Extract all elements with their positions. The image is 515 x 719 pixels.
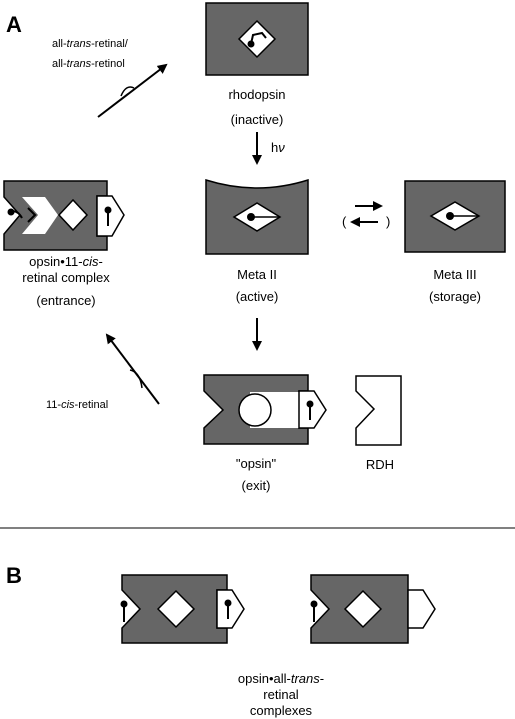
- opsin-exit-shape: [203, 374, 327, 445]
- meta-ii-shape: [205, 178, 309, 255]
- all-trans-complexes-label: opsin•all-trans-: [238, 671, 324, 686]
- all-trans-retinol-label: all-trans-retinol: [52, 58, 125, 70]
- inactive-label: (inactive): [231, 112, 284, 127]
- meta-iii-shape: [404, 180, 506, 253]
- entrance-complex-label: opsin•11-cis-: [29, 254, 103, 269]
- rhodopsin-label: rhodopsin: [228, 87, 285, 102]
- complexes-label: complexes: [250, 703, 313, 718]
- release-arrow: [97, 63, 168, 118]
- hv-label: hν: [271, 140, 285, 155]
- panel-label-a: A: [6, 12, 22, 37]
- rhodopsin-shape: [205, 2, 309, 76]
- storage-label: (storage): [429, 289, 481, 304]
- meta-iii-label: Meta III: [433, 267, 476, 282]
- meta-ii-label: Meta II: [237, 267, 277, 282]
- all-trans-retinal-label: all-trans-retinal/: [52, 38, 129, 50]
- retinal-label: retinal: [263, 687, 299, 702]
- opsin-label: "opsin": [236, 456, 277, 471]
- active-label: (active): [236, 289, 279, 304]
- rdh-label: RDH: [366, 457, 394, 472]
- uptake-arrow: [105, 333, 160, 405]
- paren-open: (: [342, 214, 347, 229]
- exit-label: (exit): [242, 478, 271, 493]
- all-trans-complex-1-shape: [120, 574, 245, 644]
- retinal-complex-label: retinal complex: [22, 270, 110, 285]
- panel-label-b: B: [6, 563, 22, 588]
- paren-close: ): [386, 214, 390, 229]
- rdh-shape: [355, 375, 402, 446]
- all-trans-complex-2-shape: [310, 574, 436, 644]
- equilibrium-arrows: [350, 201, 383, 227]
- entrance-complex-shape: [3, 180, 125, 251]
- cis-retinal-label: 11-cis-retinal: [46, 399, 108, 411]
- entrance-label: (entrance): [36, 293, 95, 308]
